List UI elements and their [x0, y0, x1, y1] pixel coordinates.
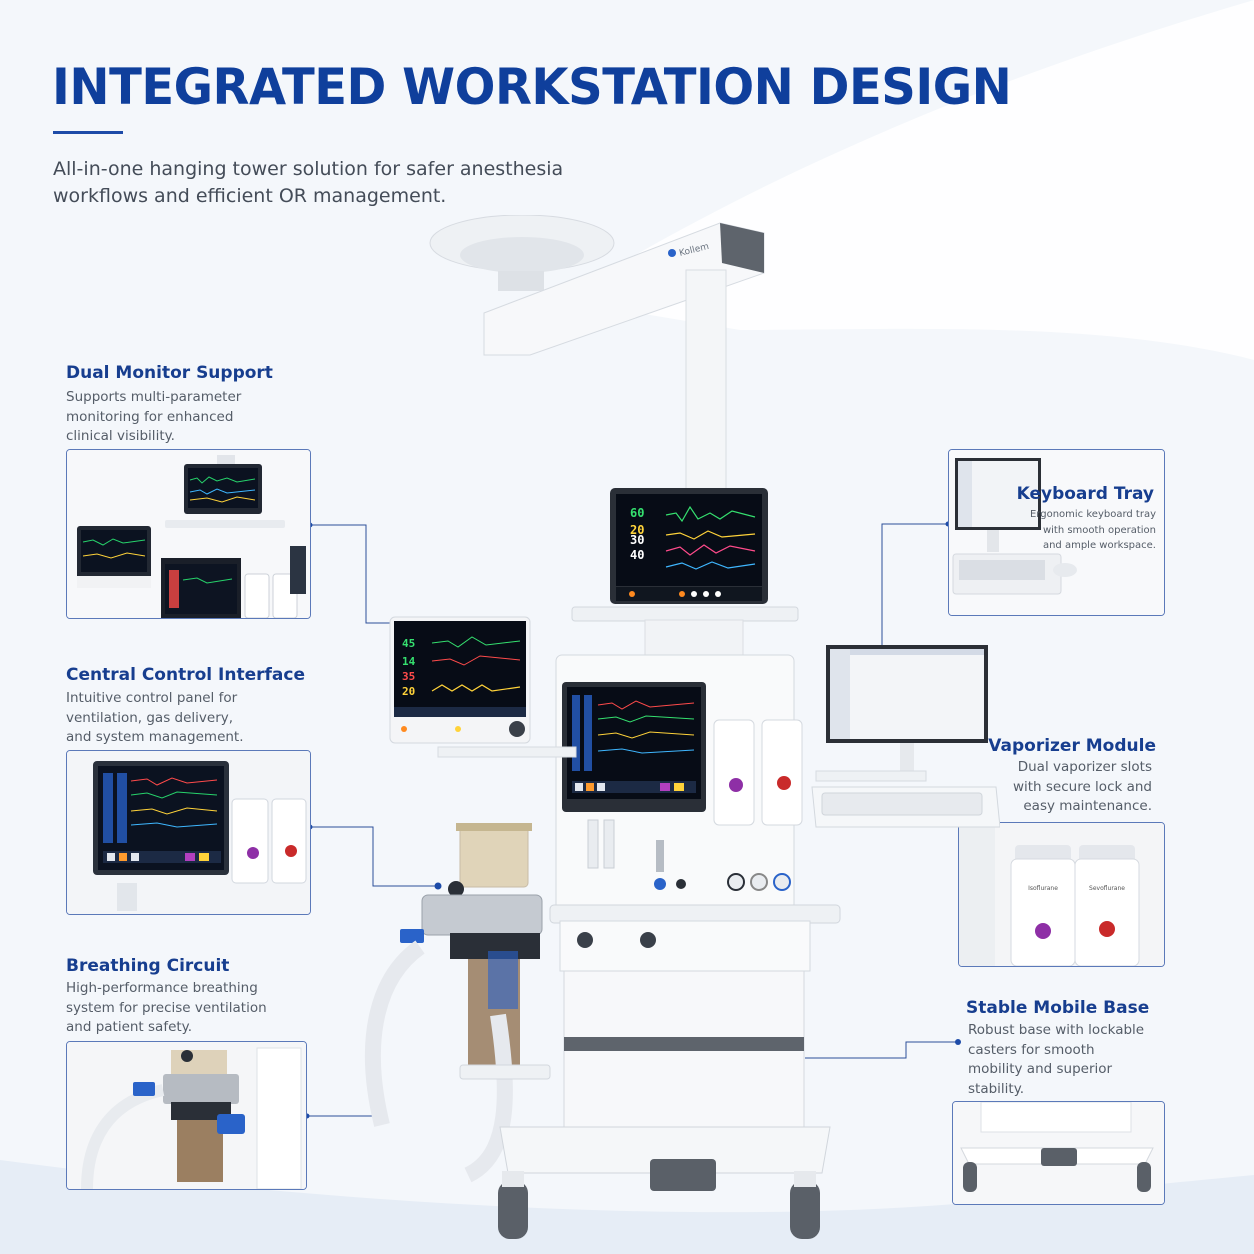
central-control-desc: Intuitive control panel for ventilation,…: [66, 689, 296, 748]
monitor-reading: 14: [402, 655, 416, 668]
desc-line: clinical visibility.: [66, 428, 175, 444]
desc-line: easy maintenance.: [1023, 798, 1152, 814]
keyboard-tray-desc: Ergonomic keyboard tray with smooth oper…: [1016, 507, 1156, 554]
mobile-base-image: [953, 1102, 1164, 1204]
breathing-circuit-card: [66, 1041, 307, 1190]
desc-line: Dual vaporizer slots: [1017, 759, 1152, 775]
desc-line: Robust base with lockable: [968, 1022, 1145, 1038]
desc-line: stability.: [968, 1080, 1025, 1097]
vaporizer-label-isoflurane: Isoflurane: [1028, 885, 1058, 892]
page-subtitle: All-in-one hanging tower solution for sa…: [53, 156, 573, 210]
desc-line: ventilation, gas delivery,: [66, 709, 234, 726]
keyboard-tray-image: [949, 450, 1164, 615]
monitor-reading: 60: [630, 506, 644, 520]
desc-line: monitoring for enhanced: [66, 408, 234, 425]
desc-line: with secure lock and: [1012, 778, 1152, 795]
monitor-reading: 35: [402, 670, 415, 683]
vaporizer-card: Isoflurane Sevoflurane: [958, 822, 1165, 967]
subtitle-line-1: All-in-one hanging tower solution for sa…: [53, 158, 564, 180]
dual-monitor-desc: Supports multi-parameter monitoring for …: [66, 388, 296, 447]
desc-line: and patient safety.: [66, 1019, 193, 1035]
central-control-title: Central Control Interface: [66, 665, 305, 685]
keyboard-tray-title: Keyboard Tray: [1016, 484, 1154, 504]
monitor-reading: 20: [402, 685, 415, 698]
monitor-reading: 30: [630, 533, 644, 547]
vaporizer-image: [959, 823, 1164, 966]
mobile-base-card: [952, 1101, 1165, 1205]
desc-line: Supports multi-parameter: [66, 389, 242, 405]
desc-line: Intuitive control panel for: [66, 690, 238, 706]
monitor-reading: 45: [402, 637, 415, 650]
vaporizer-title: Vaporizer Module: [988, 736, 1156, 756]
monitor-reading: 20: [630, 523, 644, 537]
desc-line: Ergonomic keyboard tray: [1029, 509, 1156, 520]
title-underline: [53, 131, 123, 134]
desc-line: casters for smooth: [968, 1041, 1095, 1058]
dual-monitor-title: Dual Monitor Support: [66, 363, 273, 383]
desc-line: system for precise ventilation: [66, 999, 267, 1016]
breathing-circuit-desc: High-performance breathing system for pr…: [66, 979, 306, 1038]
vaporizer-label-sevoflurane: Sevoflurane: [1089, 885, 1125, 892]
central-control-image: [67, 751, 310, 914]
mobile-base-desc: Robust base with lockable casters for sm…: [968, 1021, 1158, 1099]
desc-line: mobility and superior: [968, 1061, 1113, 1077]
monitor-reading: 40: [630, 548, 644, 562]
mobile-base-title: Stable Mobile Base: [966, 998, 1150, 1018]
dual-monitor-card: [66, 449, 311, 619]
anesthesia-workstation-illustration: Kollem 60 20 30 40: [360, 215, 1000, 1245]
central-control-card: [66, 750, 311, 915]
keyboard-tray-card: Keyboard Tray Ergonomic keyboard tray wi…: [948, 449, 1165, 616]
vaporizer-desc: Dual vaporizer slots with secure lock an…: [952, 758, 1152, 817]
dual-monitor-image: [67, 450, 310, 618]
breathing-circuit-title: Breathing Circuit: [66, 956, 230, 976]
desc-line: High-performance breathing: [66, 980, 258, 996]
desc-line: and system management.: [66, 729, 244, 745]
desc-line: with smooth operation: [1042, 524, 1156, 536]
breathing-circuit-image: [67, 1042, 306, 1189]
subtitle-line-2: workflows and efficient OR management.: [53, 185, 447, 207]
desc-line: and ample workspace.: [1042, 540, 1156, 551]
page-title: INTEGRATED WORKSTATION DESIGN: [52, 58, 1012, 116]
